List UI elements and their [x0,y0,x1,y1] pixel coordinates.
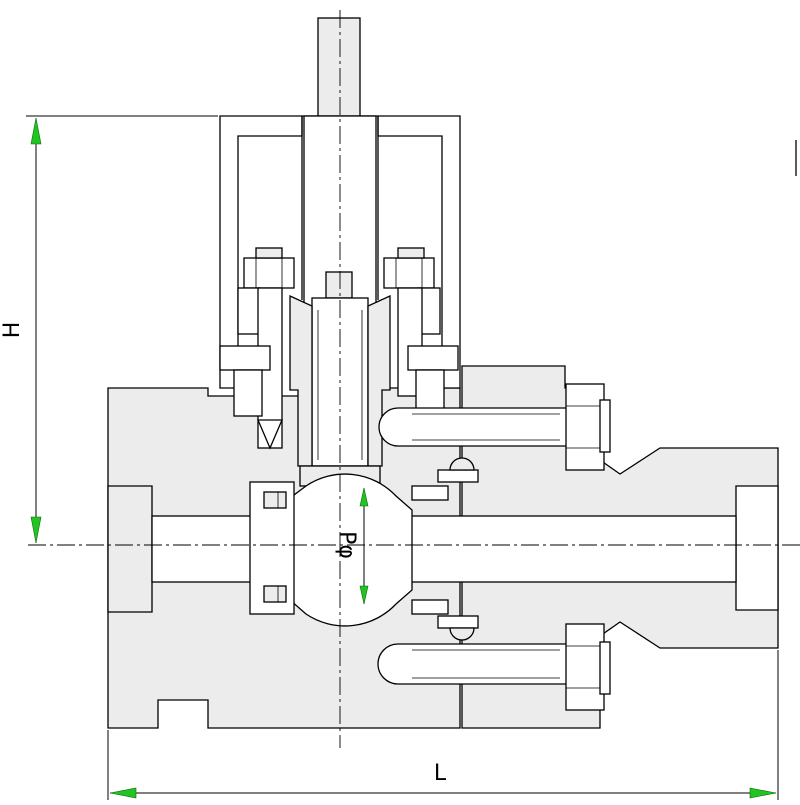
body-bolt-upper [378,383,611,471]
dimension-height: H [0,115,218,544]
body-bolt-lower [377,623,611,711]
dimension-arrow-bottom [30,516,42,544]
seat-rings [411,457,479,641]
bore-label: Pφ [334,531,359,559]
gland-bolt-left [219,247,295,450]
bore-arrow-bottom [359,585,369,605]
dimension-arrow-right [749,787,777,799]
dimension-length: L [107,650,779,800]
dimension-height-label: H [0,322,25,339]
bore-arrow-top [359,487,369,507]
dimension-length-label: L [434,761,447,786]
dimension-arrow-top [30,117,42,145]
center-lines [28,10,800,748]
dimension-arrow-left [109,787,137,799]
bore-dimension: Pφ [334,487,369,605]
ball [249,473,413,627]
